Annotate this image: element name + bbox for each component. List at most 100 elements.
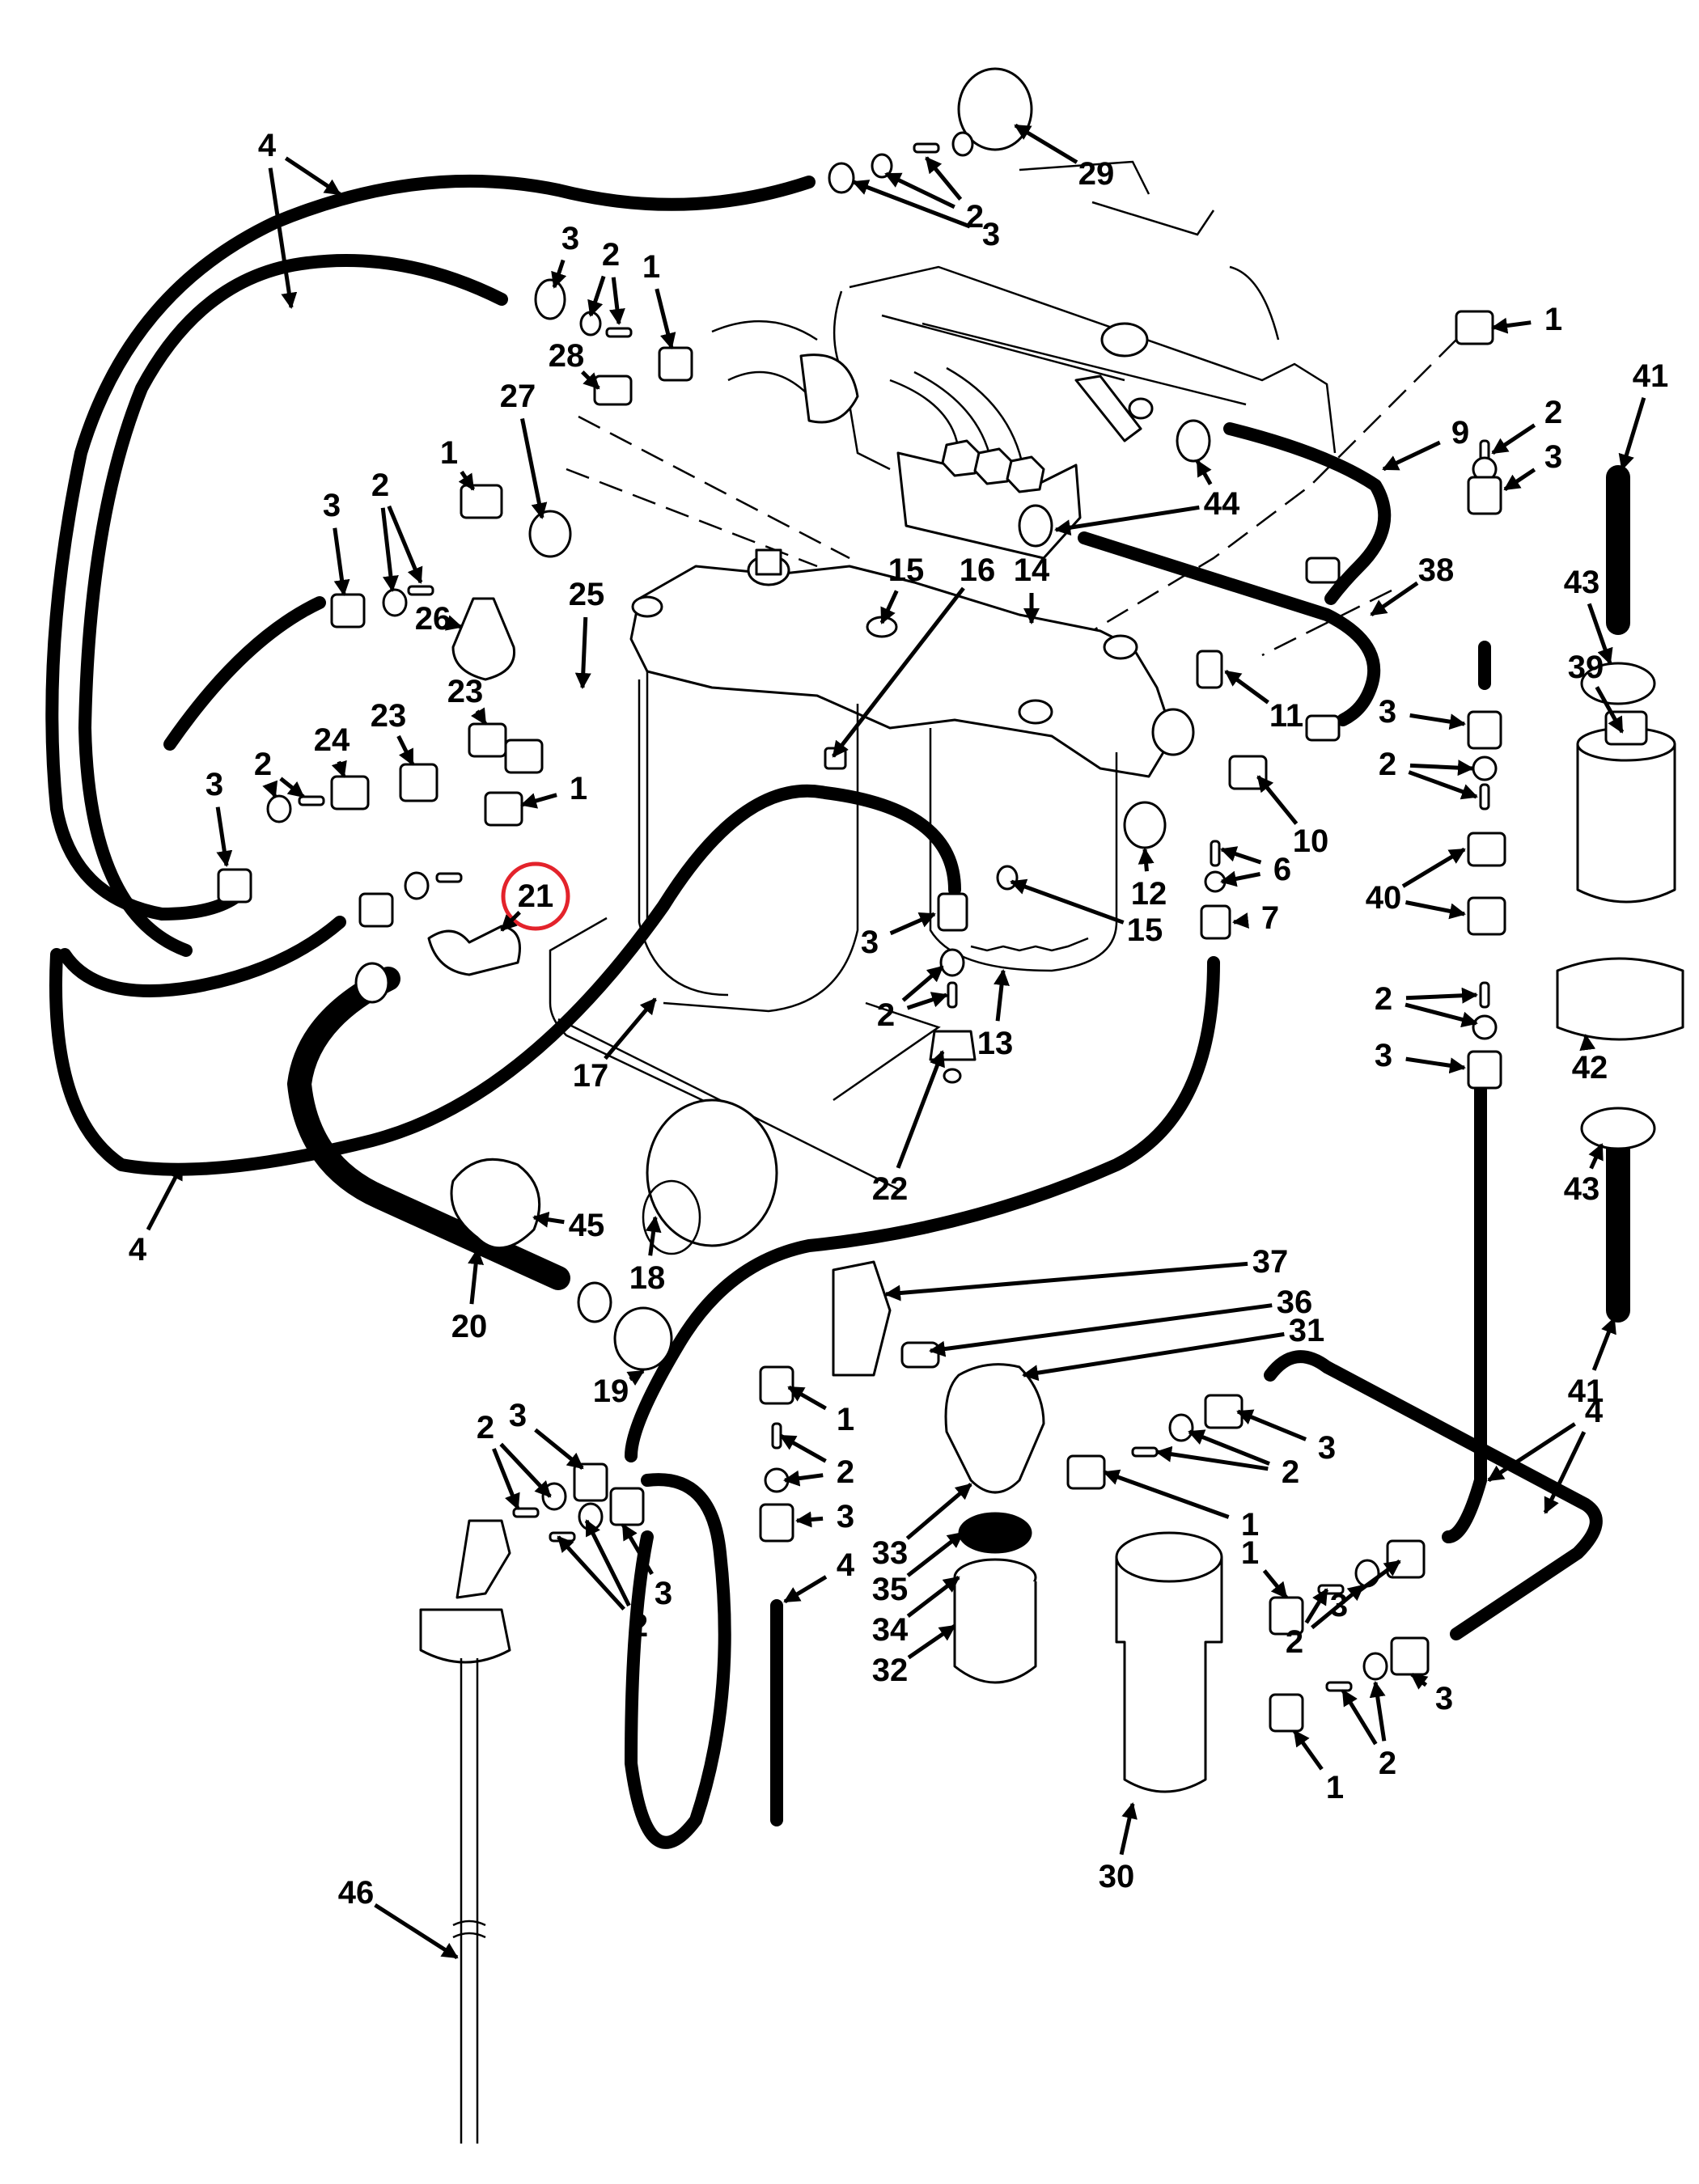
callout-2: 2 <box>587 237 625 325</box>
callout-label: 41 <box>1568 1373 1604 1409</box>
callout-14: 14 <box>1014 552 1050 624</box>
leader-arrow <box>1401 847 1466 888</box>
callout-2: 2 <box>1286 1584 1365 1660</box>
leader-arrow <box>1014 123 1078 164</box>
callout-3: 3 <box>205 767 233 867</box>
leader-arrow <box>1256 775 1299 825</box>
callout-1: 1 <box>440 435 476 491</box>
callout-label: 4 <box>1585 1394 1604 1429</box>
callout-label: 3 <box>1318 1430 1336 1466</box>
callout-3: 3 <box>1236 1409 1336 1466</box>
callout-3: 3 <box>795 1499 854 1534</box>
leader-arrow <box>621 1523 654 1576</box>
leader-arrow <box>1405 1002 1478 1028</box>
leader-arrow <box>1119 1802 1138 1856</box>
callout-label: 27 <box>500 379 536 414</box>
callout-4: 4 <box>1487 1394 1604 1514</box>
leader-arrow <box>146 1163 184 1231</box>
leader-arrow <box>1370 581 1419 617</box>
leader-arrow <box>906 1531 964 1577</box>
callout-label: 2 <box>1379 1746 1396 1781</box>
callout-label: 43 <box>1564 565 1600 600</box>
leader-arrow <box>1220 846 1262 865</box>
callout-label: 42 <box>1572 1050 1608 1086</box>
leader-arrow <box>1503 468 1536 492</box>
callout-label: 36 <box>1277 1285 1313 1320</box>
leader-arrow <box>994 969 1010 1022</box>
callout-3: 3 <box>1503 439 1562 492</box>
leader-arrow <box>1491 317 1532 334</box>
callout-2: 2 <box>877 965 948 1033</box>
callout-39: 39 <box>1568 650 1625 734</box>
callout-2: 2 <box>1341 1681 1396 1781</box>
leader-arrow <box>581 370 600 390</box>
callout-3: 3 <box>1375 1038 1466 1074</box>
leader-arrow <box>1195 459 1213 485</box>
leader-arrow <box>268 167 298 309</box>
leader-arrow <box>889 912 936 936</box>
callout-1: 1 <box>1292 1729 1344 1805</box>
callout-23: 23 <box>447 674 488 726</box>
leader-arrow <box>520 417 548 519</box>
leader-arrow <box>1588 1143 1604 1170</box>
callout-3: 3 <box>852 180 1000 252</box>
callout-33: 33 <box>872 1483 972 1571</box>
callout-3: 3 <box>1379 694 1466 730</box>
callout-label: 2 <box>630 1608 648 1644</box>
leader-arrow <box>1155 1445 1269 1471</box>
callout-41: 41 <box>1618 358 1668 471</box>
callout-label: 23 <box>371 698 407 734</box>
callout-label: 29 <box>1078 156 1115 192</box>
callout-label: 3 <box>982 217 1000 252</box>
callout-label: 13 <box>977 1026 1014 1061</box>
leader-arrow <box>1405 987 1478 1004</box>
leader-arrow <box>333 527 350 596</box>
callout-44: 44 <box>1054 459 1240 536</box>
leader-arrow <box>1405 1056 1466 1074</box>
callout-9: 9 <box>1382 415 1469 472</box>
leader-arrow <box>380 507 399 592</box>
callout-4: 4 <box>258 128 341 309</box>
leader-arrow <box>520 793 557 809</box>
leader-arrow <box>1022 1331 1285 1382</box>
callout-label: 18 <box>629 1260 666 1296</box>
leader-arrow <box>1405 900 1466 920</box>
callout-24: 24 <box>314 722 350 778</box>
callout-3: 3 <box>1410 1672 1453 1716</box>
leader-arrow <box>783 1575 828 1604</box>
leader-arrow <box>1579 1034 1596 1052</box>
callout-label: 3 <box>837 1499 854 1534</box>
leader-arrow <box>1618 397 1646 471</box>
callout-label: 3 <box>1375 1038 1392 1073</box>
callout-38: 38 <box>1370 552 1454 617</box>
callout-3: 3 <box>621 1523 672 1611</box>
callout-45: 45 <box>532 1208 604 1243</box>
callout-label: 4 <box>837 1547 855 1583</box>
callout-27: 27 <box>500 379 548 519</box>
callout-label: 2 <box>371 468 389 503</box>
callout-label: 15 <box>888 552 925 588</box>
callout-label: 3 <box>861 925 879 960</box>
callout-label: 2 <box>477 1410 494 1445</box>
callout-label: 19 <box>593 1373 629 1409</box>
callout-label: 3 <box>509 1398 527 1433</box>
leader-arrow <box>1595 686 1625 734</box>
callout-label: 10 <box>1293 823 1329 859</box>
leader-arrow <box>1054 505 1200 536</box>
leader-arrow <box>1356 1559 1401 1594</box>
callout-42: 42 <box>1572 1034 1608 1086</box>
callout-19: 19 <box>593 1369 645 1409</box>
leader-arrow <box>1587 603 1613 665</box>
callout-label: 21 <box>518 878 554 914</box>
callout-23: 23 <box>371 698 415 766</box>
callout-label: 7 <box>1261 900 1279 936</box>
leader-arrow <box>468 1248 485 1305</box>
leader-arrow <box>584 1519 631 1607</box>
callout-label: 17 <box>573 1058 609 1094</box>
leader-arrow <box>279 777 305 798</box>
callout-label: 37 <box>1252 1244 1289 1280</box>
leader-arrow <box>929 1303 1273 1357</box>
leader-arrow <box>852 180 971 229</box>
callout-46: 46 <box>338 1875 459 1960</box>
